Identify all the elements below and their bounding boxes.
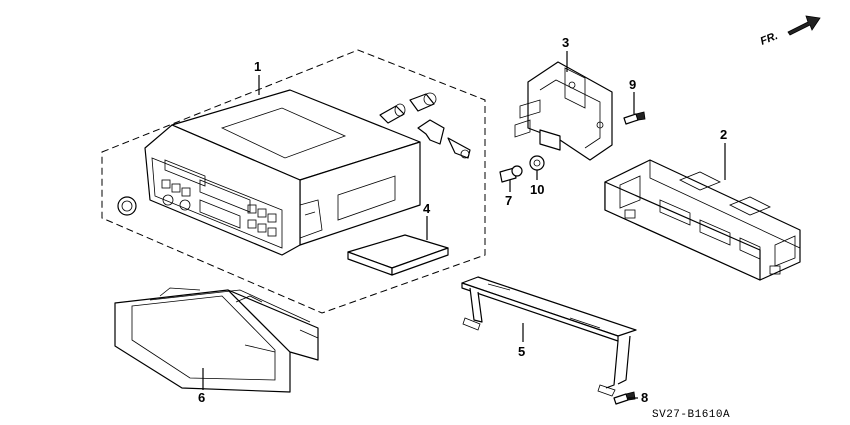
radio-assembly-boundary [101, 49, 486, 314]
front-direction-indicator: FR. [759, 15, 821, 48]
callout-7: 7 [505, 193, 512, 208]
callout-6: 6 [198, 390, 205, 405]
callout-2: 2 [720, 127, 727, 142]
support-bracket [461, 276, 637, 397]
label-card [347, 234, 449, 276]
callout-10: 10 [530, 182, 544, 197]
radio-small-fittings [379, 92, 471, 159]
callout-numbers: 1 2 3 4 5 6 7 8 9 10 [198, 35, 727, 405]
callout-4: 4 [423, 201, 431, 216]
callout-5: 5 [518, 344, 525, 359]
washer-10 [529, 155, 545, 171]
screw-9 [623, 111, 646, 125]
front-direction-label: FR. [759, 30, 780, 48]
callout-9: 9 [629, 77, 636, 92]
radio-unit [144, 89, 421, 256]
front-direction-arrow-icon [787, 15, 821, 36]
diagram-code: SV27-B1610A [652, 409, 730, 421]
leader-lines [202, 51, 726, 399]
callout-3: 3 [562, 35, 569, 50]
bolt-7 [499, 165, 523, 183]
pocket-bezel [114, 287, 319, 393]
callout-1: 1 [254, 59, 261, 74]
bracket-box [604, 159, 801, 281]
mount-bracket [514, 61, 613, 161]
radio-knob [117, 196, 137, 216]
callout-8: 8 [641, 390, 648, 405]
